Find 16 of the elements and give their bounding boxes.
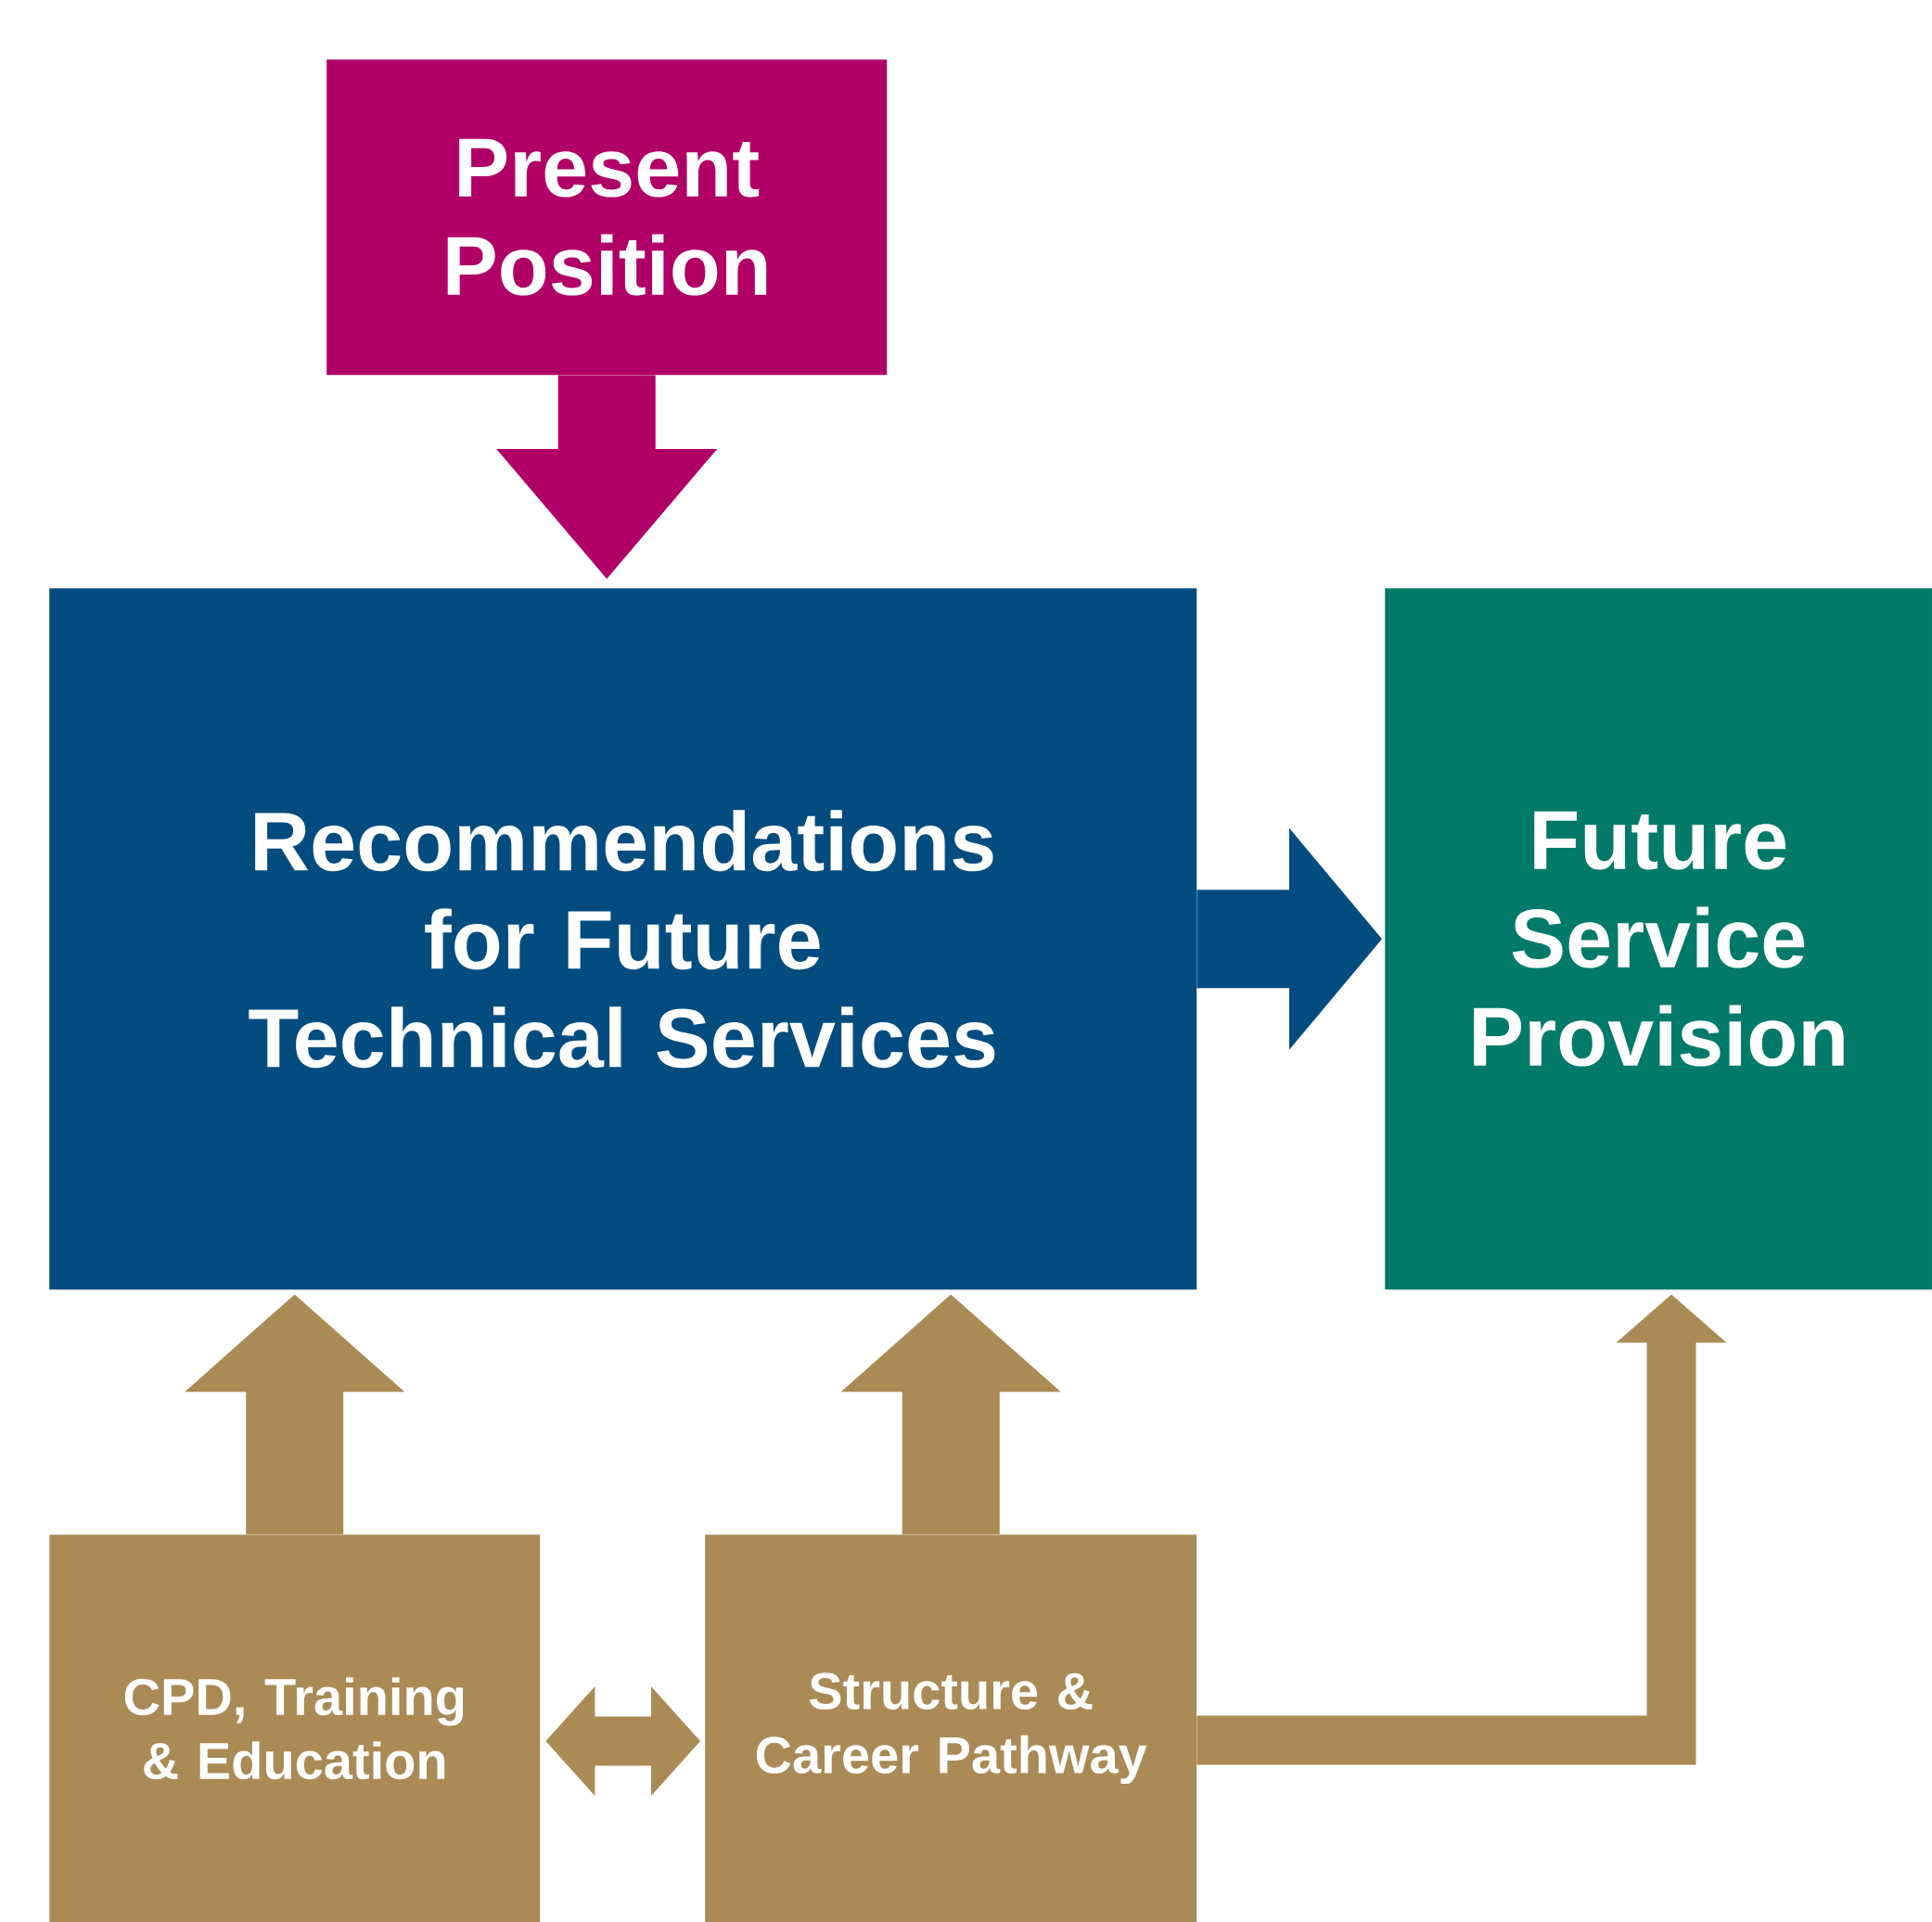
block-arrow bbox=[1196, 827, 1382, 1050]
process-box bbox=[49, 588, 1197, 1290]
box-label: Recommendations for Future Technical Services bbox=[249, 810, 995, 1069]
box-label: CPD, Training & Education bbox=[124, 1677, 464, 1780]
block-arrow bbox=[1196, 1294, 1727, 1765]
process-box bbox=[326, 59, 888, 376]
process-box bbox=[705, 1534, 1197, 1922]
box-label: Present Position bbox=[447, 138, 767, 296]
block-arrow bbox=[840, 1294, 1061, 1534]
box-label: Structure & Career Pathway bbox=[756, 1672, 1147, 1785]
block-arrow bbox=[185, 1294, 405, 1534]
process-box bbox=[49, 1534, 541, 1922]
process-box bbox=[1385, 588, 1932, 1290]
block-arrow bbox=[496, 375, 718, 579]
block-arrow bbox=[545, 1686, 700, 1796]
box-label: Future Service Provision bbox=[1474, 811, 1844, 1067]
